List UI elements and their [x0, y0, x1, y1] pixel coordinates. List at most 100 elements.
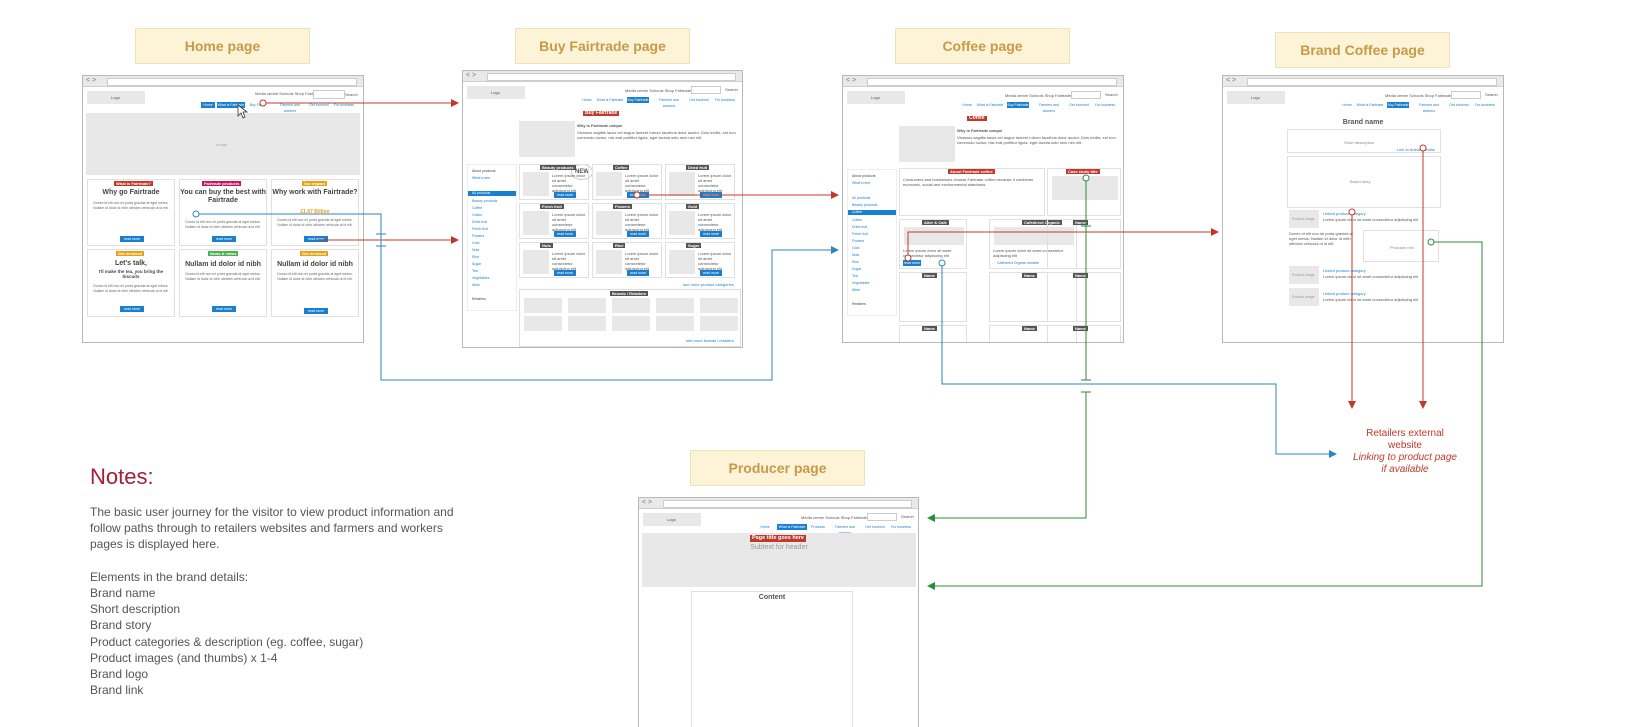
sidebar-item-flowers[interactable]: Flowers — [852, 239, 865, 243]
read-more-button[interactable]: read more — [627, 231, 649, 237]
tab-buy-fairtrade[interactable]: Buy Fairtrade — [627, 97, 649, 103]
sidebar-item-about-products[interactable]: About products — [852, 174, 876, 178]
search-box[interactable] — [1451, 91, 1481, 99]
sidebar-item-rice[interactable]: Rice — [472, 255, 480, 259]
read-more-button[interactable]: read more — [120, 306, 144, 312]
tab-farmers-and-workers[interactable]: Farmers and workers — [1419, 103, 1439, 113]
sidebar-item-dried-fruit[interactable]: Dried fruit — [852, 225, 868, 229]
sidebar-item-nuts[interactable]: Nuts — [852, 253, 860, 257]
sidebar-item-tea[interactable]: Tea — [852, 274, 858, 278]
see-more-brands-link[interactable]: see more brands / retailers — [686, 338, 734, 343]
read-more-button[interactable]: read more — [212, 306, 236, 312]
sidebar-item-retailers[interactable]: Retailers — [852, 302, 866, 306]
read-more-button[interactable]: read more — [304, 236, 328, 242]
brand-logo-placeholder[interactable] — [656, 316, 694, 331]
brand-logo-placeholder[interactable] — [568, 298, 606, 313]
tab-what-is-fairtrade[interactable]: What is Fairtrade — [596, 98, 624, 102]
tab-home[interactable]: Home — [1342, 103, 1352, 107]
sidebar-item-coffee[interactable]: Coffee — [848, 210, 896, 215]
sidebar-item-tea[interactable]: Tea — [472, 269, 478, 273]
linked-category-1[interactable]: Linked product category — [1323, 211, 1366, 216]
read-more-button[interactable]: read more — [120, 236, 144, 242]
tab-home[interactable]: Home — [582, 98, 592, 102]
sidebar-item-retailers[interactable]: Retailers — [472, 297, 486, 301]
sidebar-item-flowers[interactable]: Flowers — [472, 234, 485, 238]
tab-what-is-fairtrade[interactable]: What is Fairtrade — [777, 524, 807, 530]
tab-home[interactable]: Home — [962, 103, 972, 107]
brand-logo-placeholder[interactable] — [524, 298, 562, 313]
read-more-button[interactable]: read more — [700, 270, 722, 276]
top-links[interactable]: Media centre Schools Shop Fairtrade — [801, 515, 868, 520]
tab-for-business[interactable]: For business — [1474, 103, 1496, 107]
read-more-button[interactable]: read more — [700, 231, 722, 237]
top-links[interactable]: Media centre Schools Shop Fairtrade — [1385, 93, 1452, 98]
top-links[interactable]: Media centre Schools Shop Fairtrade — [625, 88, 692, 93]
brand-website-link[interactable]: Link to brand website — [1397, 147, 1435, 152]
tab-buy-fairtrade[interactable]: Buy Fair.. — [249, 103, 265, 107]
sidebar-item-whats-new[interactable]: What's new — [472, 176, 490, 180]
tab-get-involved[interactable]: Get involved — [1069, 103, 1089, 107]
top-links[interactable]: Media centre Schools Shop Fairtrade — [255, 91, 322, 96]
tab-get-involved[interactable]: Get involved — [309, 103, 329, 107]
brand-card[interactable]: Name — [1047, 272, 1121, 322]
sidebar-item-beauty[interactable]: Beauty products — [852, 203, 878, 207]
read-more-button[interactable]: read more — [554, 231, 576, 237]
search-box[interactable] — [867, 513, 897, 521]
tab-buy-fairtrade[interactable]: Buy Fairtrade — [1387, 102, 1409, 108]
brand-logo-placeholder[interactable] — [612, 316, 650, 331]
search-box[interactable] — [691, 86, 721, 94]
sidebar-item-rice[interactable]: Rice — [852, 260, 860, 264]
brand-logo-placeholder[interactable] — [700, 316, 738, 331]
linked-category-3[interactable]: Linked product category — [1323, 291, 1366, 296]
tab-for-business[interactable]: For business — [333, 103, 355, 107]
tab-what-is-fairtrade[interactable]: What is Fairtrade — [1356, 103, 1384, 107]
linked-category-2[interactable]: Linked product category — [1323, 268, 1366, 273]
search-label[interactable]: Search — [1105, 92, 1118, 97]
sidebar-item-all-products[interactable]: All products — [852, 196, 871, 200]
sidebar-item-vegetables[interactable]: Vegetables — [852, 281, 870, 285]
sidebar-item-nuts[interactable]: Nuts — [472, 248, 480, 252]
tab-farmers-and-workers[interactable]: Farmers and workers — [1039, 103, 1059, 113]
tab-get-involved[interactable]: Get involved — [865, 525, 885, 529]
search-label[interactable]: Search — [725, 87, 738, 92]
tab-farmers-and-workers[interactable]: Farmers and workers — [280, 103, 300, 113]
read-more-button[interactable]: read more — [212, 236, 236, 242]
sidebar-item-all-products[interactable]: All products — [468, 191, 516, 196]
tab-products[interactable]: Products — [811, 525, 825, 529]
sidebar-item-whats-new[interactable]: What's new — [852, 181, 870, 185]
sidebar-item-dried-fruit[interactable]: Dried fruit — [472, 220, 488, 224]
read-more-button[interactable]: read more — [627, 270, 649, 276]
sidebar-item-about-products[interactable]: About products — [472, 169, 496, 173]
read-more-button[interactable]: read more — [554, 192, 576, 198]
sidebar-item-gold[interactable]: Gold — [852, 246, 860, 250]
read-more-button[interactable]: read more — [304, 308, 328, 314]
sidebar-item-cotton[interactable]: Cotton — [472, 213, 483, 217]
tab-home[interactable]: Home — [760, 525, 770, 529]
tab-for-business[interactable]: For business — [714, 98, 736, 102]
tab-get-involved[interactable]: Get involved — [1449, 103, 1469, 107]
read-more-button[interactable]: read more — [700, 192, 722, 198]
tab-farmers-and-workers[interactable]: Farmers and workers — [835, 525, 855, 535]
read-more-button[interactable]: read more — [903, 260, 921, 266]
sidebar-item-fresh-fruit[interactable]: Fresh fruit — [852, 232, 868, 236]
visit-website-button[interactable]: Cafédirect Organic website — [993, 260, 1043, 266]
brand-logo-placeholder[interactable] — [568, 316, 606, 331]
tab-what-is-fairtrade[interactable]: What is Fairtrade — [976, 103, 1004, 107]
tab-farmers-and-workers[interactable]: Farmers and workers — [659, 98, 679, 108]
search-label[interactable]: Search — [1485, 92, 1498, 97]
sidebar-item-cotton[interactable]: Cotton — [852, 218, 863, 222]
sidebar-item-wine[interactable]: Wine — [852, 288, 860, 292]
see-more-categories-link[interactable]: see more product categories — [683, 282, 734, 287]
brand-card[interactable]: Name — [899, 325, 967, 342]
read-more-button[interactable]: read more — [627, 192, 649, 198]
sidebar-item-sugar[interactable]: Sugar — [472, 262, 482, 266]
brand-logo-placeholder[interactable] — [524, 316, 562, 331]
sidebar-item-vegetables[interactable]: Vegetables — [472, 276, 490, 280]
read-more-button[interactable]: read more — [554, 270, 576, 276]
